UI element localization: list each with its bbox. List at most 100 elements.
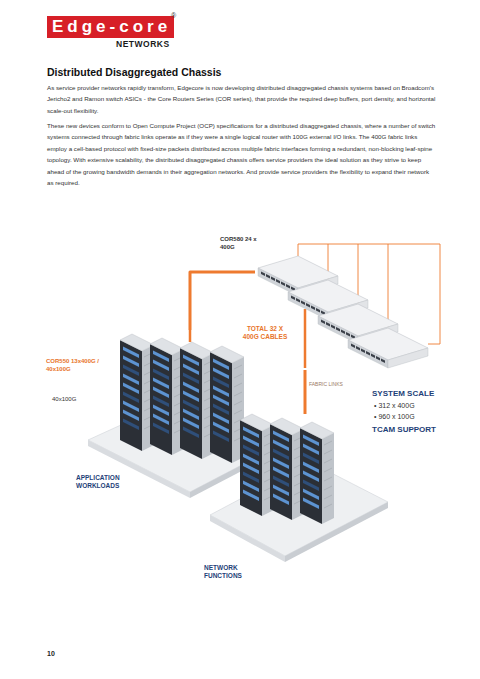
rack-grille <box>234 383 242 387</box>
rack-grille <box>234 374 242 378</box>
scale-item: • 960 x 100G <box>374 413 415 420</box>
server-rack <box>150 338 184 455</box>
rack-grille <box>234 401 242 405</box>
rack-screen <box>123 419 139 431</box>
body-paragraph: These new devices conform to Open Comput… <box>47 120 437 188</box>
rack-grille <box>324 459 332 463</box>
rack-screen <box>213 413 229 425</box>
rack-screen <box>243 463 259 475</box>
switch-side <box>388 348 428 368</box>
switch-stack <box>258 256 428 368</box>
switch-port <box>286 284 290 289</box>
rack-screen <box>213 359 229 371</box>
switch-port <box>306 303 310 308</box>
rack-screen <box>273 458 289 470</box>
switch-port <box>356 346 360 351</box>
switch-front <box>348 340 388 368</box>
rack-screen <box>123 383 139 395</box>
rack-cluster: COR550 13x400G / 40x100GAPPLICATION WORK… <box>118 330 258 466</box>
rack-screen <box>243 472 259 484</box>
fabric-line <box>388 244 389 328</box>
rack-screen <box>183 400 199 412</box>
rack-front <box>210 352 232 463</box>
server-rack <box>270 418 304 520</box>
rack-screen <box>213 377 229 389</box>
rack-screen <box>273 467 289 479</box>
rack-screen <box>123 392 139 404</box>
switch-port <box>366 351 370 356</box>
switch-port <box>311 306 315 311</box>
rack-screen <box>303 471 319 483</box>
server-rack <box>210 346 244 463</box>
registered-mark: ® <box>171 12 176 19</box>
switch-port <box>346 332 350 337</box>
switch-port <box>271 277 275 282</box>
rack-screen <box>273 449 289 461</box>
switch-cluster: COR580 24 x 400G <box>255 254 430 370</box>
switch-port <box>296 298 300 303</box>
rack-screen <box>183 418 199 430</box>
rack-front <box>150 344 172 455</box>
node-label: COR550 13x400G / 40x100G <box>46 358 116 373</box>
rack-group <box>120 334 334 524</box>
node-label: NETWORK FUNCTIONS <box>204 564 254 580</box>
switch-port <box>276 279 280 284</box>
rack-screen <box>243 445 259 457</box>
switch-port <box>291 296 295 301</box>
rack-front <box>300 428 322 524</box>
rack-screen <box>153 360 169 372</box>
switch-port <box>376 356 380 361</box>
rack-screen <box>123 347 139 359</box>
server-rack <box>300 422 334 524</box>
rack-grille <box>234 365 242 369</box>
rack-screen <box>273 440 289 452</box>
edge-label: FABRIC LINKS <box>308 380 344 388</box>
switch-port <box>381 359 385 364</box>
rack-screen <box>213 386 229 398</box>
rack-screen <box>183 355 199 367</box>
rack-grille <box>324 486 332 490</box>
fabric-switch <box>348 328 428 368</box>
page-title: Distributed Disaggregated Chassis <box>47 66 221 78</box>
switch-port <box>266 274 270 279</box>
rack-grille <box>234 392 242 396</box>
switch-port <box>261 272 265 277</box>
brand-logo: Edge-core <box>47 16 174 38</box>
rack-screen <box>243 436 259 448</box>
rack-screen <box>303 444 319 456</box>
rack-screen <box>213 431 229 443</box>
rack-grille <box>324 468 332 472</box>
rack-screen <box>123 356 139 368</box>
rack-screen <box>303 498 319 510</box>
brand-subtitle: NETWORKS <box>116 39 170 49</box>
rack-screen <box>213 422 229 434</box>
node-label: APPLICATION WORKLOADS <box>76 474 132 490</box>
switch-port <box>316 308 320 313</box>
rack-screen <box>273 431 289 443</box>
rack-screen <box>153 423 169 435</box>
switch-port <box>326 322 330 327</box>
rack-screen <box>183 382 199 394</box>
body-paragraph: As service provider networks rapidly tra… <box>47 82 437 116</box>
rack-grille <box>324 441 332 445</box>
switch-port <box>371 354 375 359</box>
switch-port <box>351 344 355 349</box>
rack-screen <box>273 485 289 497</box>
rack-screen <box>123 401 139 413</box>
rack-screen <box>243 427 259 439</box>
switch-port <box>301 301 305 306</box>
rack-screen <box>183 427 199 439</box>
rack-screen <box>153 396 169 408</box>
switch-port <box>341 330 345 335</box>
fabric-lines <box>190 244 440 368</box>
cable-line <box>189 330 192 342</box>
page-number: 10 <box>47 650 55 657</box>
edge-label: TOTAL 32 X 400G CABLES <box>240 324 290 342</box>
rack-screen <box>123 410 139 422</box>
rack-screen <box>303 480 319 492</box>
rack-screen <box>213 368 229 380</box>
switch-port <box>361 349 365 354</box>
cable-line <box>304 309 307 368</box>
rack-front <box>180 348 202 459</box>
rack-screen <box>153 387 169 399</box>
